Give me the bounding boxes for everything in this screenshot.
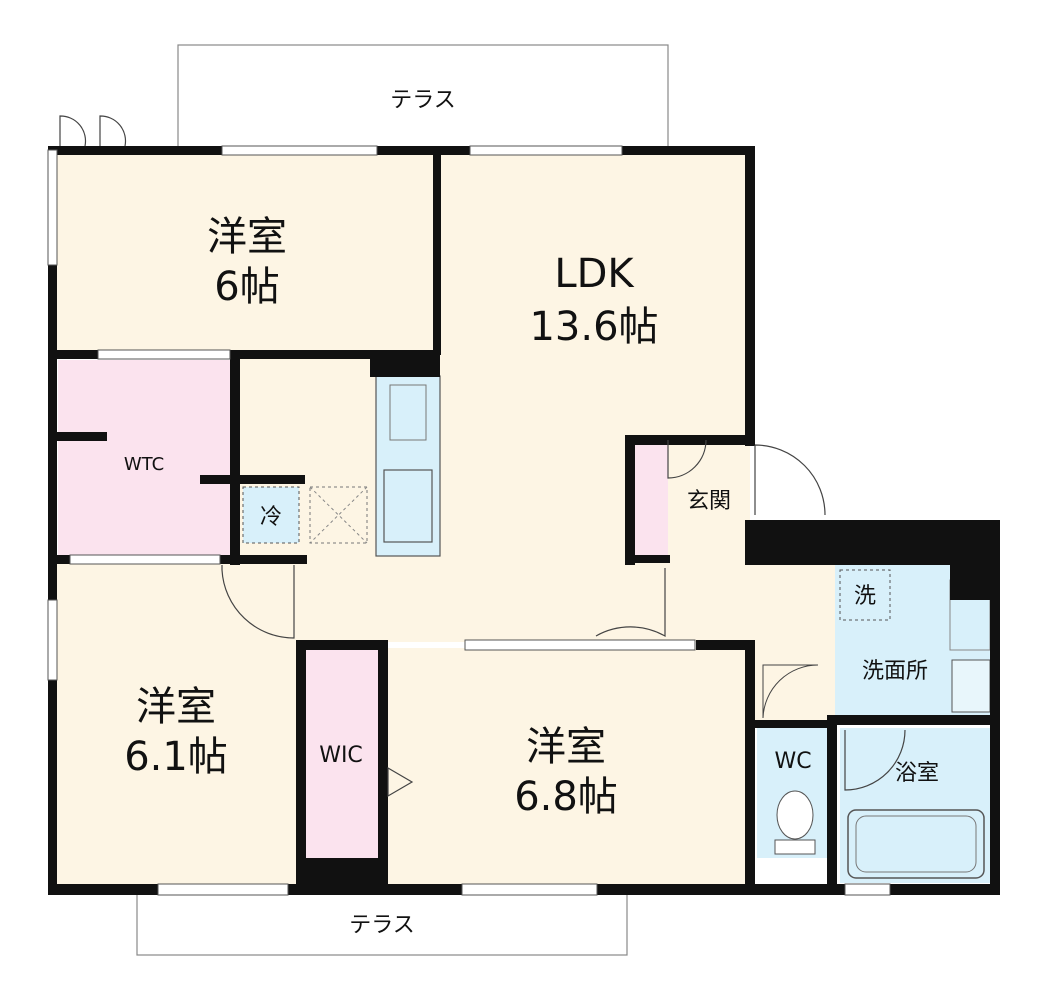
western-sw-name: 洋室 <box>136 684 216 730</box>
laundry-label: 洗 <box>854 584 876 609</box>
closet-wic <box>304 650 382 858</box>
kitchen-stove <box>389 384 427 441</box>
doors <box>59 115 906 798</box>
entrance-label: 玄関 <box>687 489 731 514</box>
wic-label: WIC <box>319 743 363 768</box>
windows <box>47 145 891 896</box>
toilet-bowl <box>776 790 814 840</box>
storage-cross-2 <box>309 486 368 544</box>
washroom-label: 洗面所 <box>862 659 928 684</box>
kitchen-sink <box>383 469 433 543</box>
closet-entrance <box>632 440 668 555</box>
storage-space <box>309 486 368 544</box>
bathtub-inner <box>855 815 977 873</box>
floor-entrance <box>668 440 750 565</box>
ldk-name: LDK <box>554 251 635 297</box>
western-nw-name: 洋室 <box>207 214 287 260</box>
floor-western-sw <box>55 563 298 890</box>
terrace-bottom <box>136 889 628 956</box>
fridge-space <box>242 486 300 544</box>
washbasin <box>951 659 991 713</box>
floor-western-s <box>385 648 750 888</box>
washer-space <box>839 569 891 621</box>
storage-cross-1 <box>309 486 368 544</box>
terrace-top <box>177 44 669 151</box>
closet-wtc <box>58 360 235 556</box>
terrace-top-label: テラス <box>390 88 456 113</box>
wtc-label: WTC <box>124 454 164 475</box>
western-s-name: 洋室 <box>526 724 606 770</box>
fridge-label: 冷 <box>260 505 282 530</box>
western-s-size: 6.8帖 <box>514 774 618 820</box>
western-sw-size: 6.1帖 <box>124 734 228 780</box>
western-nw-size: 6帖 <box>214 264 279 310</box>
floor-corridor-wc <box>750 565 835 725</box>
terrace-bottom-label: テラス <box>349 913 415 938</box>
bathtub <box>847 809 985 879</box>
wc-label: WC <box>774 749 811 774</box>
floor-hall <box>300 560 835 642</box>
walls <box>48 146 1000 895</box>
floor-western-nw <box>55 152 437 354</box>
toilet-tank <box>774 839 816 855</box>
bath-label: 浴室 <box>895 761 939 786</box>
ldk-size: 13.6帖 <box>529 304 658 350</box>
